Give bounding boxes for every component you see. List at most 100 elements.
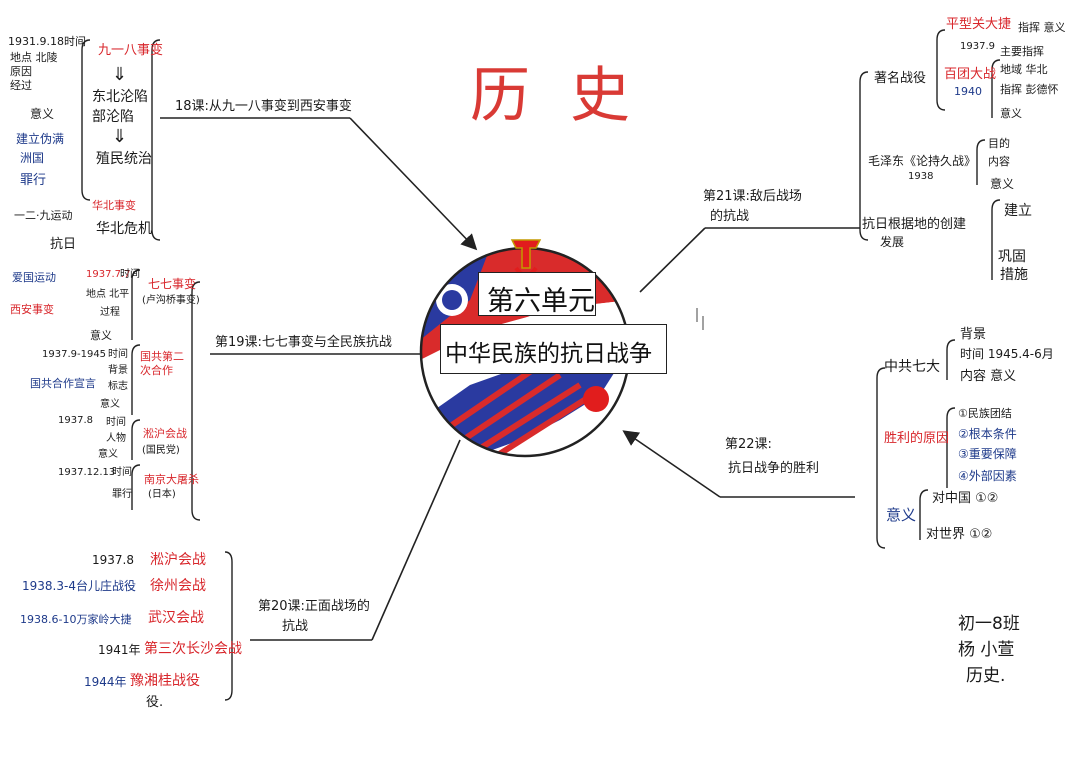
b18-event2: 华北危机 (96, 221, 152, 237)
b21-notes2-b: 地域 华北 (1000, 63, 1048, 76)
b21-battle2: 百团大战 (944, 67, 997, 82)
b18-detail-4: 意义 (30, 107, 55, 121)
b18-arrow-b: ⇓ (112, 126, 128, 147)
b18-note-3: 爱国运动 (12, 271, 56, 284)
b21-battle1: 平型关大捷 (946, 17, 1012, 32)
b18-detail-3: 经过 (10, 79, 32, 92)
b19-label1-d: 意义 (90, 329, 112, 342)
b21-notes2-a: 主要指挥 (1000, 45, 1044, 58)
b19-event3: 淞沪会战 (143, 427, 187, 440)
b19-label1-b: 地点 北平 (86, 289, 130, 300)
b19-event3-sub: (国民党) (142, 445, 180, 456)
b19-event2: 国共第二次合作 (140, 350, 184, 377)
b22-reason-2: ②根本条件 (958, 427, 1017, 441)
b20-battle-5: 豫湘桂战役 (130, 673, 200, 689)
b18-note-4: 西安事变 (10, 303, 54, 316)
b18-note-2: 抗日 (50, 237, 77, 252)
b19-event4-sub: (日本) (148, 489, 176, 500)
b22-congress: 中共七大 (884, 359, 940, 375)
b21-notes1: 指挥 意义 (1018, 21, 1066, 34)
b21-notes3-c: 意义 (990, 177, 1015, 191)
b21-notes3-b: 内容 (988, 155, 1010, 168)
b19-label4-a: 时间 (112, 467, 132, 478)
b19-event4: 南京大屠杀 (144, 473, 199, 486)
b20-battle-4: 第三次长沙会战 (144, 641, 242, 657)
b21-group1: 著名战役 (874, 71, 927, 86)
b19-label2-c: 标志 (108, 381, 128, 392)
b22-congress-note-1: 背景 (960, 327, 987, 342)
lesson-22-label-1: 第22课: (725, 437, 772, 452)
signature-subject: 历史. (966, 666, 1006, 686)
unit-title-box: 第六单元 (478, 272, 596, 317)
b22-reason-1: ①民族团结 (958, 407, 1012, 420)
b18-crime: 罪行 (20, 173, 47, 188)
b18-event2-label: 华北事变 (92, 199, 136, 212)
b22-meaning-2: 对世界 ①② (926, 527, 993, 542)
lesson-20-label-1: 第20课:正面战场的 (258, 599, 370, 614)
b19-time4: 1937.12.13 (58, 467, 116, 478)
b21-notes4-b: 巩固 (998, 249, 1026, 265)
b18-colonial: 殖民统治 (96, 151, 152, 167)
b19-label2-a: 时间 (108, 349, 128, 360)
b22-meaning: 意义 (886, 506, 917, 524)
b21-notes2-d: 意义 (1000, 107, 1022, 120)
b19-time1: 1937.7.7 (86, 269, 131, 280)
lesson-18-label: 18课:从九一八事变到西安事变 (175, 99, 352, 114)
b19-label3-c: 意义 (98, 449, 118, 460)
b18-event1: 九一八事变 (98, 43, 164, 58)
unit-title: 第六单元 (487, 286, 595, 317)
b18-time-label: 1931.9.18时间 (8, 35, 86, 48)
b20-tail: 役. (146, 695, 164, 710)
page-title: 历史 (470, 61, 670, 131)
lesson-22-label-2: 抗日战争的胜利 (728, 461, 820, 476)
b21-group2-date: 1938 (908, 171, 934, 182)
b20-date-5: 1944年 (84, 675, 127, 689)
b20-battle-2: 徐州会战 (150, 578, 206, 594)
b22-reason-3: ③重要保障 (958, 447, 1017, 461)
b19-time3: 1937.8 (58, 415, 93, 426)
b21-notes2-c: 指挥 彭德怀 (1000, 83, 1059, 96)
lesson-21-label-1: 第21课:敌后战场 (703, 189, 802, 204)
b21-notes4-c: 措施 (1000, 267, 1028, 283)
b18-arrow-a: ⇓ (112, 64, 128, 85)
b19-label2-d: 意义 (100, 399, 120, 410)
b19-label4-b: 罪行 (112, 489, 132, 500)
b19-label1-c: 过程 (100, 307, 120, 318)
b18-detail-1: 地点 北陵 (10, 51, 58, 64)
b19-event1-sub: (卢沟桥事变) (142, 295, 200, 306)
b20-date-1: 1937.8 (92, 553, 134, 567)
b20-date-2: 1938.3-4台儿庄战役 (22, 579, 136, 593)
b21-battle1-date: 1937.9 (960, 41, 995, 52)
b18-detail-2: 原因 (10, 65, 32, 78)
b19-label1-a: 时间 (120, 269, 140, 280)
b22-reason-4: ④外部因素 (958, 469, 1017, 483)
b21-battle2-date: 1940 (954, 85, 982, 98)
b20-date-3: 1938.6-10万家岭大捷 (20, 613, 132, 626)
b22-congress-note-2: 时间 1945.4-6月 (960, 347, 1054, 361)
b21-notes3-a: 目的 (988, 137, 1010, 150)
b19-time2: 1937.9-1945 (42, 349, 107, 360)
b19-label3-a: 时间 (106, 417, 126, 428)
b18-note-1: 一二·九运动 (14, 209, 73, 222)
b22-congress-note-3: 内容 意义 (960, 369, 1017, 384)
theme-title-box: 中华民族的抗日战争 (440, 324, 667, 374)
lesson-20-label-2: 抗战 (282, 619, 309, 634)
b20-battle-3: 武汉会战 (148, 610, 204, 626)
b22-reasons: 胜利的原因 (884, 431, 950, 446)
signature-class: 初一8班 (958, 614, 1020, 634)
b21-notes4-a: 建立 (1004, 203, 1032, 219)
signature-name: 杨 小萱 (958, 640, 1015, 660)
b19-united-front: 国共合作宣言 (30, 377, 96, 390)
b19-event1: 七七事变 (148, 277, 197, 291)
lesson-21-label-2: 的抗战 (710, 209, 750, 224)
b21-group2: 毛泽东《论持久战》 (868, 154, 977, 168)
b22-meaning-1: 对中国 ①② (932, 491, 999, 506)
b21-group3-1: 抗日根据地的创建 (862, 217, 967, 232)
b18-puppet-2: 洲国 (20, 151, 45, 165)
b18-northeast-1: 东北沦陷 (92, 89, 148, 105)
b19-label2-b: 背景 (108, 365, 128, 376)
theme-title: 中华民族的抗日战争 (445, 341, 652, 367)
b18-puppet-1: 建立伪满 (16, 132, 65, 146)
b20-battle-1: 淞沪会战 (150, 552, 206, 568)
